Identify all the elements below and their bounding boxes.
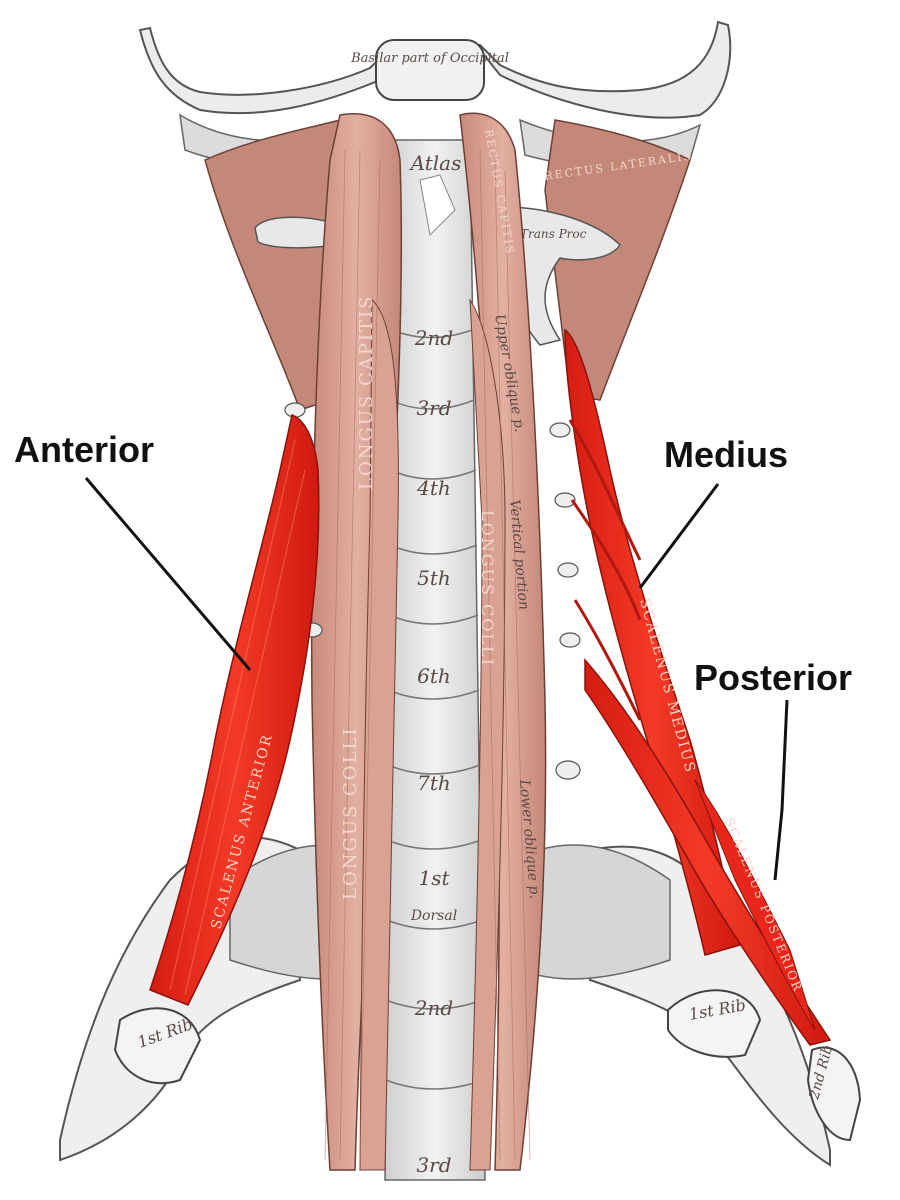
- occipital-text: Basilar part of Occipital: [350, 51, 509, 66]
- c4-text: 4th: [416, 476, 451, 500]
- longus-capitis-text: LONGUS CAPITIS: [356, 294, 377, 490]
- second-rib-right-tip: 2nd Rib: [806, 1043, 862, 1142]
- anterior-label: Anterior: [14, 429, 155, 470]
- leader-lines: [84, 477, 789, 881]
- c6-text: 6th: [417, 664, 451, 688]
- first-rib-right-tip: 1st Rib: [667, 989, 762, 1058]
- longus-colli-right-text: LONGUS COLLI: [478, 510, 497, 667]
- longus-colli-left-text: LONGUS COLLI: [340, 726, 361, 900]
- vertebral-column: Atlas 2nd 3rd 4th 5th 6th 7th 1st Dorsal…: [384, 139, 486, 1181]
- longus-muscles: LONGUS CAPITIS LONGUS COLLI LONGUS COLLI…: [310, 112, 547, 1171]
- c3-text: 3rd: [416, 396, 451, 420]
- posterior-label: Posterior: [694, 657, 853, 698]
- t2-text: 2nd: [414, 996, 453, 1020]
- basilar-occipital-plate: Basilar part of Occipital: [350, 39, 509, 101]
- medius-leader-line: [638, 483, 720, 589]
- c5-text: 5th: [417, 566, 451, 590]
- dorsal-text: Dorsal: [410, 908, 457, 924]
- first-rib-left-tip: 1st Rib: [113, 1007, 202, 1085]
- axis-text: 2nd: [414, 326, 453, 350]
- posterior-leader-line: [773, 699, 789, 881]
- t1-text: 1st: [418, 866, 450, 890]
- c7-text: 7th: [417, 771, 451, 795]
- anterior-leader-line: [84, 477, 252, 671]
- t3-text: 3rd: [416, 1153, 451, 1177]
- trans-proc-text: Trans Proc: [520, 227, 587, 241]
- medius-label: Medius: [664, 434, 789, 475]
- atlas-text: Atlas: [409, 151, 462, 175]
